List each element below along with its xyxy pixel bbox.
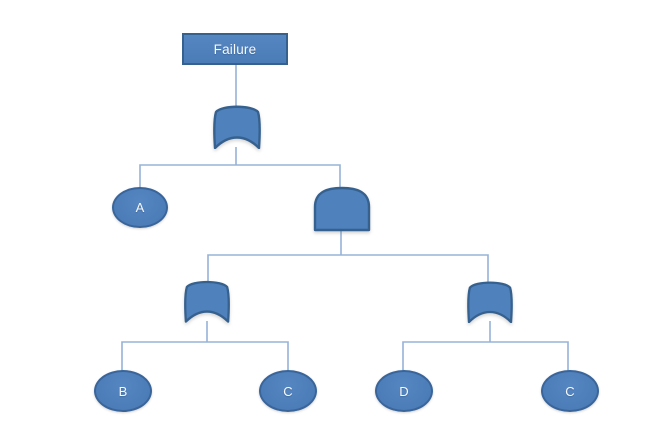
event-ellipse-b: B bbox=[94, 370, 152, 412]
root-event-label: Failure bbox=[213, 41, 257, 57]
connector-and-to-children bbox=[207, 230, 489, 283]
event-ellipse-c-left: C bbox=[259, 370, 317, 412]
event-label-c-right: C bbox=[565, 383, 575, 399]
connector-or-top-to-children bbox=[139, 147, 341, 189]
connector-or-left-to-children bbox=[121, 321, 289, 371]
or-gate-right-icon bbox=[467, 281, 513, 323]
event-label-c-left: C bbox=[283, 383, 293, 399]
event-label-d: D bbox=[399, 383, 409, 399]
connector-or-right-to-children bbox=[402, 321, 569, 371]
event-label-a: A bbox=[135, 200, 145, 215]
root-event-box: Failure bbox=[182, 33, 288, 65]
or-gate-top-icon bbox=[213, 105, 261, 149]
event-ellipse-a: A bbox=[112, 187, 168, 228]
event-ellipse-d: D bbox=[375, 370, 433, 412]
event-label-b: B bbox=[118, 383, 128, 399]
or-gate-left-icon bbox=[184, 280, 230, 323]
event-ellipse-c-right: C bbox=[541, 370, 599, 412]
and-gate-icon bbox=[313, 186, 371, 232]
